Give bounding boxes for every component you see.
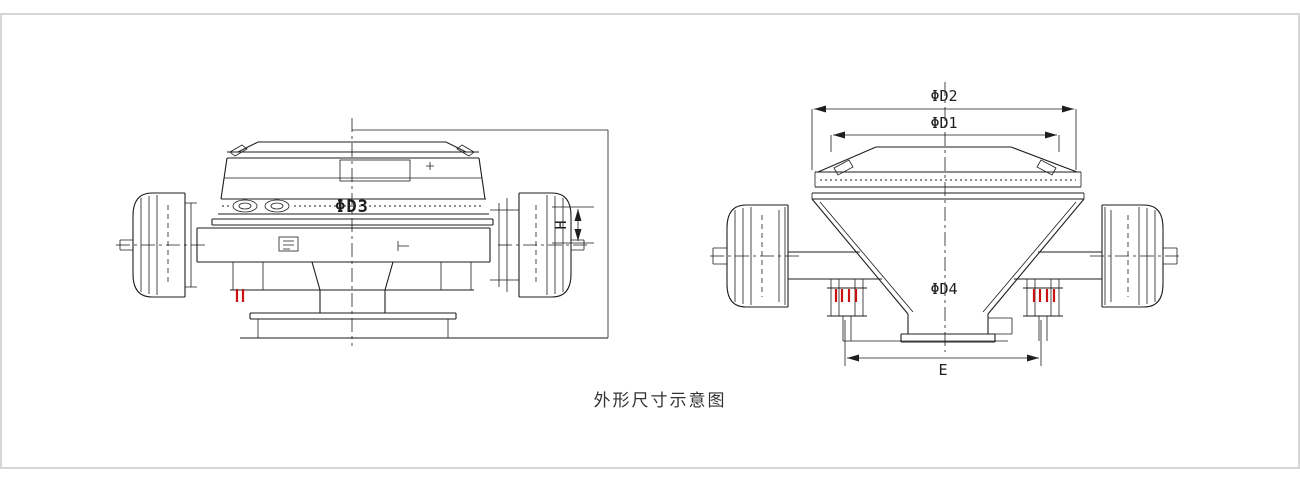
dim-label-d4: ΦD4 <box>930 280 957 298</box>
weld-mark-red <box>834 289 858 302</box>
clamp-ring <box>211 198 494 226</box>
clamp-right-icon <box>456 144 475 157</box>
motor-left <box>116 192 206 298</box>
page-frame <box>0 13 1300 469</box>
dim-label-e: E <box>938 361 947 379</box>
weld-mark-red <box>1032 289 1056 302</box>
discharge-base <box>230 261 608 339</box>
handle-mark-icon <box>397 241 409 251</box>
motor-left <box>710 204 800 308</box>
clamp-left-icon <box>833 159 854 176</box>
side-view: ΦD2 ΦD1 <box>710 82 1180 379</box>
motor-right <box>1090 204 1180 308</box>
clamp-right-icon <box>1036 159 1057 176</box>
vent-mark-icon <box>426 162 434 170</box>
support-right <box>1023 279 1063 341</box>
main-body <box>196 227 491 263</box>
support-left <box>827 279 867 341</box>
dim-label-d2: ΦD2 <box>930 87 957 105</box>
dim-label-d3: ΦD3 <box>335 197 369 217</box>
sight-port <box>339 159 411 182</box>
dimension-d2: ΦD2 <box>811 87 1077 170</box>
bolt-lug-icon <box>264 199 290 213</box>
weld-mark-red <box>235 289 245 302</box>
nameplate <box>278 236 299 252</box>
front-view: H <box>116 118 609 346</box>
screen-frame <box>811 171 1085 200</box>
dome-cover <box>220 141 486 200</box>
dim-label-h: H <box>552 220 570 229</box>
dimension-e: E <box>844 320 1042 379</box>
clamp-left-icon <box>229 144 248 157</box>
bolt-lug-icon <box>232 199 258 213</box>
dimension-d1: ΦD1 <box>830 114 1060 152</box>
motor-right <box>490 192 588 298</box>
drawing-caption: 外形尺寸示意图 <box>594 391 727 410</box>
dimension-h: H <box>352 129 609 338</box>
dim-label-d1: ΦD1 <box>930 114 957 132</box>
dust-cover <box>817 146 1078 176</box>
outlet-spout <box>900 314 1013 343</box>
cone-hopper <box>811 198 1085 315</box>
